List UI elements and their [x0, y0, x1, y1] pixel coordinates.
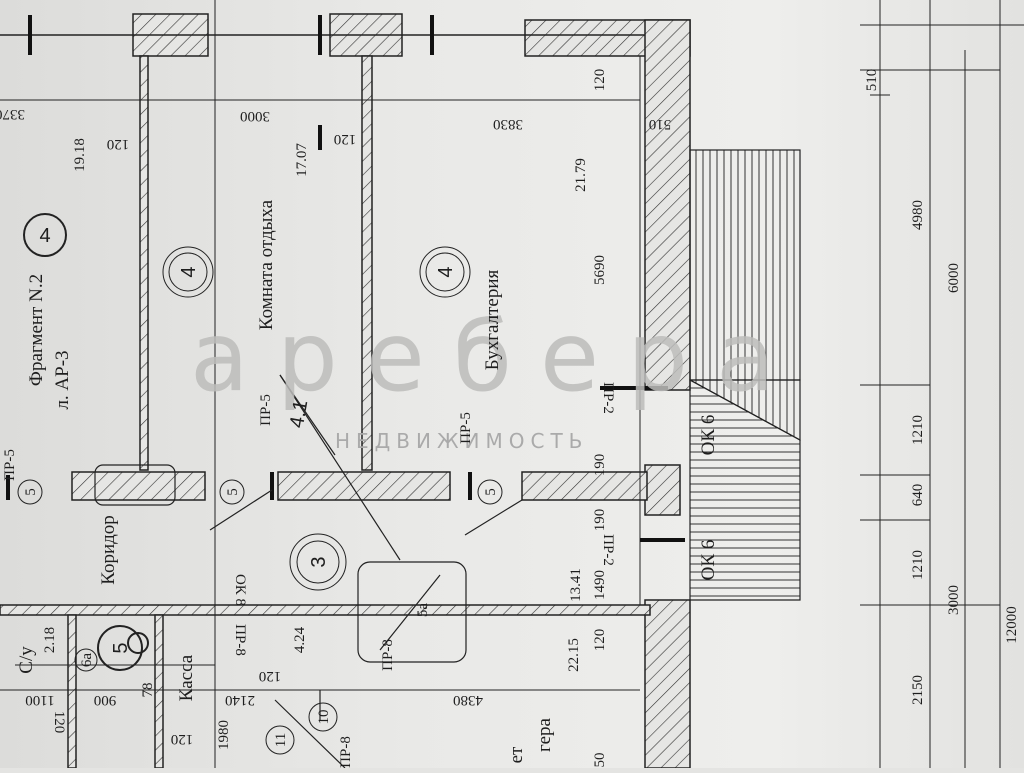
- room-marker: 6а: [79, 653, 95, 668]
- area-label: 4.24: [292, 626, 308, 653]
- dimension-lines: [15, 0, 1024, 768]
- dimension-label: 120: [334, 131, 357, 147]
- opening-label: ПР-5: [2, 449, 18, 481]
- dimension-label: 3000: [946, 585, 962, 615]
- area-label: 19.18: [72, 138, 88, 172]
- dimension-label: 640: [910, 484, 926, 507]
- labels: Фрагмент N.2 л. АР-3 Комната отдыха Бухг…: [0, 69, 1020, 768]
- opening-label: ПР-8: [380, 639, 396, 671]
- door-marker: 5: [23, 488, 39, 496]
- room-name-wc: С/у: [16, 646, 37, 674]
- annotation-leaders: [94, 374, 523, 769]
- dimension-label: 120: [592, 69, 608, 92]
- room-marker: 5а: [415, 603, 431, 618]
- room-marker: 11: [273, 733, 289, 747]
- dimension-label: 5690: [592, 255, 608, 285]
- fragment-label: Фрагмент N.2: [26, 274, 47, 386]
- watermark-brand: аребера: [190, 301, 803, 413]
- area-label: 21.79: [573, 158, 589, 192]
- dimension-label: 120: [259, 668, 282, 684]
- dimension-label: 1210: [910, 550, 926, 580]
- dimension-label: 12000: [1004, 606, 1020, 644]
- dimension-label: 1490: [592, 570, 608, 600]
- dimension-label: 2150: [910, 675, 926, 705]
- area-label: 22.15: [566, 638, 582, 672]
- dimension-label: 50: [592, 753, 608, 768]
- opening-label: ПР-2: [600, 382, 616, 414]
- door-marks: [6, 15, 685, 542]
- sheet-ref-label: л. АР-3: [52, 350, 73, 409]
- dimension-label: 190: [592, 509, 608, 532]
- dimension-label: 510: [649, 116, 672, 132]
- room-marker: 5: [110, 642, 132, 653]
- dimension-label: 3830: [493, 116, 523, 132]
- area-label: 2.18: [42, 627, 58, 653]
- dimension-label: 1980: [216, 720, 232, 750]
- opening-label: ПР-8: [232, 624, 248, 656]
- room-name-partial: ет: [506, 746, 527, 763]
- room-marker: 4.1: [286, 398, 312, 429]
- room-marker: 4: [39, 225, 50, 247]
- walls: [0, 0, 691, 769]
- dimension-label: 510: [864, 69, 880, 92]
- dimension-label: 190: [592, 454, 608, 477]
- room-marker: 4: [178, 266, 200, 277]
- dimension-label: 120: [592, 629, 608, 652]
- opening-label: ОК 6: [698, 415, 719, 456]
- room-marker: 3: [308, 556, 330, 567]
- dimension-label: 6000: [946, 263, 962, 293]
- room-name-rest: Комната отдыха: [256, 199, 277, 330]
- area-label: 13.41: [568, 568, 584, 602]
- door-marker: 5: [483, 488, 499, 496]
- dimension-label: 3000: [240, 108, 270, 124]
- dimension-label: 4380: [453, 692, 483, 708]
- balcony: [689, 149, 801, 601]
- dimension-label: 78: [140, 683, 156, 698]
- opening-label: ПР-5: [258, 394, 274, 426]
- dimension-label: 1210: [910, 415, 926, 445]
- room-name-accounting: Бухгалтерия: [482, 270, 503, 371]
- room-name-corridor: Коридор: [98, 515, 119, 585]
- dimension-label: 4980: [910, 200, 926, 230]
- watermark-sub: НЕДВИЖИМОСТЬ: [335, 429, 588, 453]
- dimension-label: 900: [94, 692, 117, 708]
- area-label: 17.07: [294, 143, 310, 177]
- dimension-label: 120: [171, 731, 194, 747]
- opening-label: ПР-2: [600, 534, 616, 566]
- opening-label: ОК 6: [698, 540, 719, 581]
- room-name-partial: гера: [534, 717, 555, 751]
- dimension-label: 120: [107, 136, 130, 152]
- room-markers: [17, 213, 503, 755]
- door-marker: 5: [225, 488, 241, 496]
- room-name-cashier: Касса: [176, 654, 197, 701]
- dimension-label: 1100: [25, 692, 54, 708]
- opening-label: ПР-8: [338, 736, 354, 768]
- dimension-label: 2140: [225, 692, 255, 708]
- dimension-label: 3370: [0, 106, 25, 122]
- opening-label: ПР-5: [458, 412, 474, 444]
- dimension-label: 120: [51, 711, 67, 734]
- room-marker: 10: [316, 710, 332, 725]
- room-marker: 4: [435, 266, 457, 277]
- opening-label: ОК 8: [232, 574, 248, 606]
